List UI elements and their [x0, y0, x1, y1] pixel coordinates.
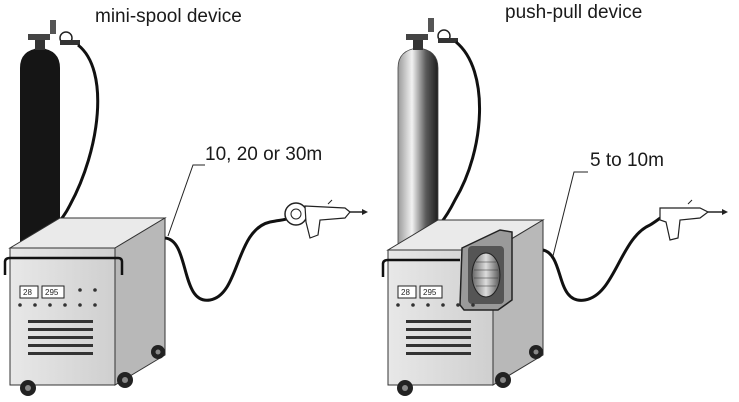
- mini-spool-title: mini-spool device: [95, 6, 242, 27]
- torch-cable-right: [542, 215, 663, 302]
- mini-spool-torch: [284, 199, 368, 239]
- welder-cabinet-left: 28 295: [3, 217, 167, 396]
- push-pull-title: push-pull device: [505, 2, 642, 23]
- gas-cylinder-right: [397, 18, 458, 256]
- display-left-value-right: 28: [401, 288, 410, 297]
- push-pull-cable-length: 5 to 10m: [590, 150, 664, 171]
- push-pull-setup: push-pull device: [381, 2, 728, 396]
- cable-length-leader-left: [167, 164, 205, 237]
- push-pull-torch: [659, 199, 728, 241]
- gas-cylinder-left: [20, 20, 80, 250]
- cable-length-leader-right: [552, 171, 588, 257]
- mini-spool-setup: mini-spool device 28 295: [3, 6, 368, 396]
- display-right-value-right: 295: [423, 288, 437, 297]
- torch-cable-left: [164, 216, 291, 302]
- mini-spool-cable-length: 10, 20 or 30m: [205, 144, 322, 165]
- display-right-value: 295: [45, 288, 59, 297]
- welder-cabinet-right: 28 295: [381, 219, 545, 396]
- display-left-value: 28: [23, 288, 32, 297]
